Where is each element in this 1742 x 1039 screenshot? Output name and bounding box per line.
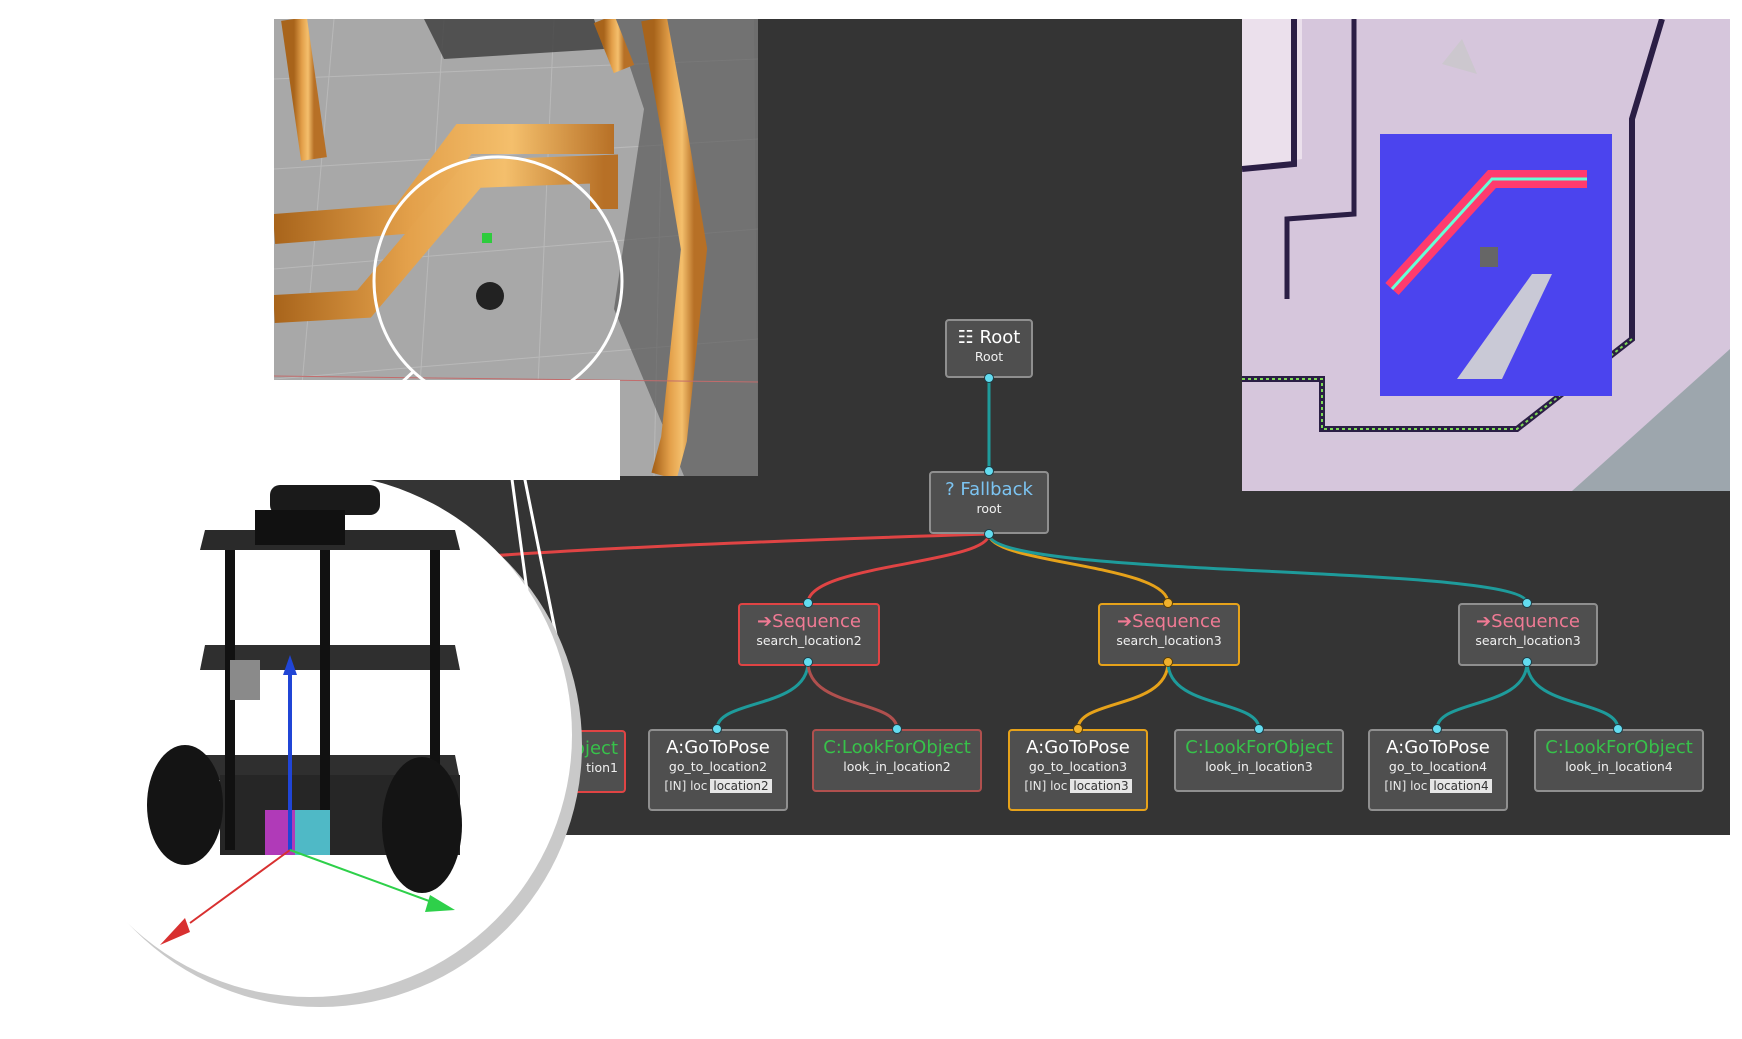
action-title: GoToPose xyxy=(1044,737,1130,758)
port-dot[interactable] xyxy=(1163,598,1173,608)
action-prefix: A: xyxy=(1386,737,1405,758)
arrow-right-icon: ➔ xyxy=(1117,611,1133,632)
sequence-node-4[interactable]: ➔Sequence search_location3 xyxy=(1458,603,1598,666)
sequence-subtitle: search_location2 xyxy=(756,633,862,648)
condition-prefix: C: xyxy=(823,737,842,758)
edge-fallback-seq4 xyxy=(987,533,1529,604)
port-label: [IN] loc xyxy=(664,779,708,793)
condition-title: LookForObject xyxy=(1203,737,1333,758)
port-dot[interactable] xyxy=(1613,724,1623,734)
condition-title: LookForObject xyxy=(1563,737,1693,758)
fallback-title: Fallback xyxy=(960,479,1033,500)
edge-seq3-look3 xyxy=(1166,661,1261,730)
condition-prefix: C: xyxy=(1185,737,1204,758)
sequence-node-2[interactable]: ➔Sequence search_location2 xyxy=(738,603,880,666)
sequence-node-3[interactable]: ➔Sequence search_location3 xyxy=(1098,603,1240,666)
arrow-right-icon: ➔ xyxy=(757,611,773,632)
navigation-costmap-view xyxy=(1242,19,1730,491)
port-value-field[interactable]: location3 xyxy=(1070,779,1132,793)
robot-zoom-inset xyxy=(0,219,620,1035)
port-label: [IN] loc xyxy=(1024,779,1068,793)
edge-fallback-seq3 xyxy=(987,533,1170,604)
port-dot[interactable] xyxy=(1254,724,1264,734)
port-dot[interactable] xyxy=(1522,657,1532,667)
condition-subtitle: look_in_location4 xyxy=(1565,759,1673,774)
port-label: [IN] loc xyxy=(1384,779,1428,793)
question-icon: ? xyxy=(945,479,955,500)
sequence-title: Sequence xyxy=(772,611,861,632)
action-subtitle: go_to_location2 xyxy=(668,759,768,774)
port-dot[interactable] xyxy=(1163,657,1173,667)
goal-marker xyxy=(482,233,492,243)
port-dot[interactable] xyxy=(803,598,813,608)
partial-node-subtitle: tion1 xyxy=(586,760,618,775)
root-title: Root xyxy=(979,327,1021,348)
look-for-object-node-4[interactable]: C:LookForObject look_in_location4 xyxy=(1534,729,1704,792)
edge-seq2-look2 xyxy=(806,661,899,730)
robot-marker xyxy=(476,282,504,310)
port-dot[interactable] xyxy=(984,529,994,539)
port-dot[interactable] xyxy=(984,466,994,476)
edge-seq4-look4 xyxy=(1525,661,1620,730)
condition-prefix: C: xyxy=(1545,737,1564,758)
look-for-object-node-2[interactable]: C:LookForObject look_in_location2 xyxy=(812,729,982,792)
port-value-field[interactable]: location2 xyxy=(710,779,772,793)
action-prefix: A: xyxy=(1026,737,1045,758)
action-title: GoToPose xyxy=(684,737,770,758)
sequence-title: Sequence xyxy=(1132,611,1221,632)
action-subtitle: go_to_location3 xyxy=(1028,759,1128,774)
port-dot[interactable] xyxy=(1073,724,1083,734)
port-dot[interactable] xyxy=(1432,724,1442,734)
edge-seq2-goto2 xyxy=(715,661,810,730)
condition-title: LookForObject xyxy=(841,737,971,758)
port-dot[interactable] xyxy=(1522,598,1532,608)
arrow-right-icon: ➔ xyxy=(1476,611,1492,632)
root-node[interactable]: ☷ Root Root xyxy=(945,319,1033,378)
fallback-subtitle: root xyxy=(976,501,1002,516)
root-subtitle: Root xyxy=(974,349,1004,364)
robot-model xyxy=(147,485,462,945)
port-dot[interactable] xyxy=(712,724,722,734)
port-dot[interactable] xyxy=(892,724,902,734)
action-subtitle: go_to_location4 xyxy=(1388,759,1488,774)
robot-footprint xyxy=(1480,247,1498,267)
edge-seq3-goto3 xyxy=(1076,661,1170,730)
port-dot[interactable] xyxy=(803,657,813,667)
look-for-object-node-3[interactable]: C:LookForObject look_in_location3 xyxy=(1174,729,1344,792)
sequence-title: Sequence xyxy=(1491,611,1580,632)
edge-fallback-seq2 xyxy=(806,533,991,604)
condition-subtitle: look_in_location3 xyxy=(1205,759,1313,774)
port-dot[interactable] xyxy=(984,373,994,383)
sequence-subtitle: search_location3 xyxy=(1116,633,1222,648)
action-title: GoToPose xyxy=(1404,737,1490,758)
action-prefix: A: xyxy=(666,737,685,758)
edge-seq4-goto4 xyxy=(1435,661,1529,730)
condition-subtitle: look_in_location2 xyxy=(843,759,951,774)
hierarchy-icon: ☷ xyxy=(957,327,974,348)
fallback-node[interactable]: ? Fallback root xyxy=(929,471,1049,534)
sequence-subtitle: search_location3 xyxy=(1475,633,1581,648)
port-value-field[interactable]: location4 xyxy=(1430,779,1492,793)
